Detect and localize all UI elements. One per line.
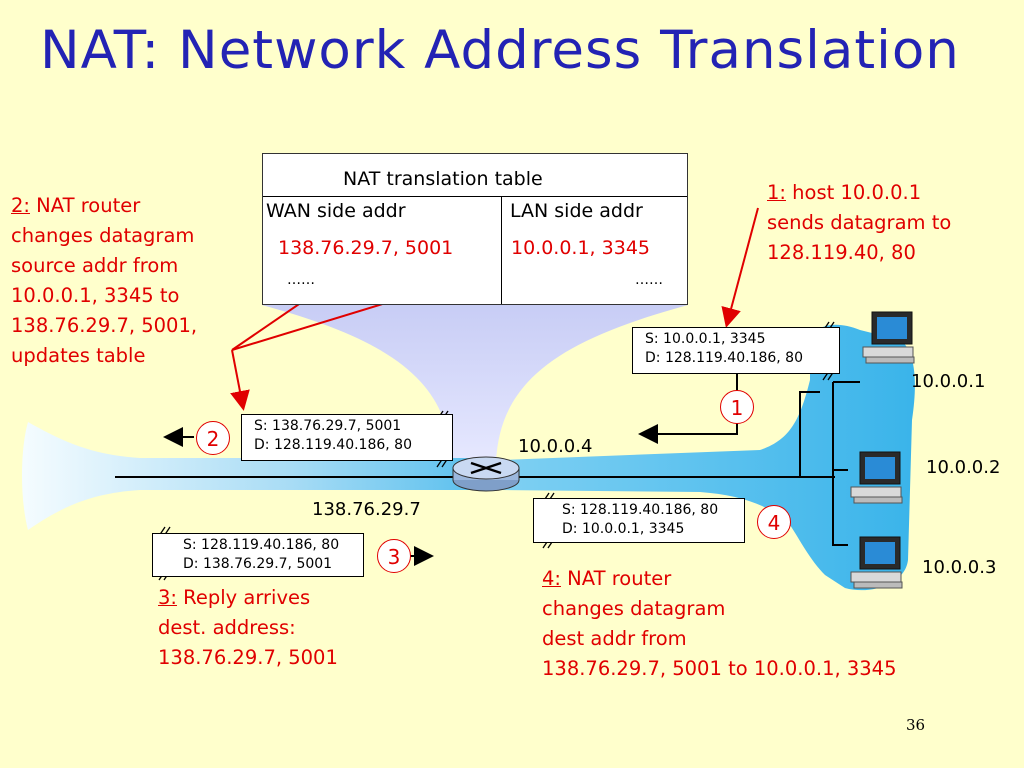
nat-translation-table: NAT translation table WAN side addr LAN … bbox=[262, 153, 688, 305]
packet-box-1: S: 10.0.0.1, 3345 D: 128.119.40.186, 80 bbox=[632, 327, 840, 374]
note-4-number: 4: bbox=[542, 567, 561, 590]
col-header-wan: WAN side addr bbox=[266, 200, 406, 222]
col-header-lan: LAN side addr bbox=[510, 200, 643, 222]
computer-icon-host2 bbox=[850, 451, 903, 504]
packet-3-dest: D: 138.76.29.7, 5001 bbox=[183, 556, 333, 572]
note-step-2: 2: NAT router changes datagram source ad… bbox=[11, 194, 198, 367]
note-2-number: 2: bbox=[11, 194, 30, 217]
note2-arrow-c bbox=[230, 349, 250, 411]
step-2-badge: 2 bbox=[196, 421, 230, 455]
lan-bus bbox=[799, 391, 820, 477]
row-lan-addr: 10.0.0.1, 3345 bbox=[511, 237, 650, 259]
computer-icon-host1 bbox=[862, 311, 915, 364]
page-number: 36 bbox=[906, 716, 926, 734]
note-3-number: 3: bbox=[158, 586, 177, 609]
packet-box-4: S: 128.119.40.186, 80 D: 10.0.0.1, 3345 bbox=[533, 498, 745, 543]
step-4-badge: 4 bbox=[757, 505, 791, 539]
packet-4-source: S: 128.119.40.186, 80 bbox=[562, 502, 719, 518]
table-column-divider bbox=[501, 196, 502, 304]
row-wan-addr: 138.76.29.7, 5001 bbox=[278, 237, 454, 259]
note-step-1: 1: host 10.0.0.1 sends datagram to 128.1… bbox=[767, 181, 952, 264]
ellipsis-lan: …… bbox=[635, 272, 663, 288]
table-header-divider bbox=[263, 196, 687, 197]
packet-box-3: S: 128.119.40.186, 80 D: 138.76.29.7, 50… bbox=[152, 533, 364, 577]
packet-4-dest: D: 10.0.0.1, 3345 bbox=[562, 521, 685, 537]
packet-box-2: S: 138.76.29.7, 5001 D: 128.119.40.186, … bbox=[241, 414, 453, 461]
computer-icon-host3 bbox=[850, 536, 903, 589]
note-1-number: 1: bbox=[767, 181, 786, 204]
table-funnel bbox=[262, 305, 688, 462]
note-step-4: 4: NAT router changes datagram dest addr… bbox=[542, 567, 897, 680]
step-3-badge: 3 bbox=[377, 539, 411, 573]
router-icon bbox=[452, 456, 520, 492]
packet-1-source: S: 10.0.0.1, 3345 bbox=[645, 331, 766, 347]
lan-bus-host3 bbox=[832, 382, 848, 546]
note1-arrow bbox=[721, 207, 759, 328]
step-1-badge: 1 bbox=[720, 390, 754, 424]
packet-2-dest: D: 128.119.40.186, 80 bbox=[254, 437, 412, 453]
host2-address: 10.0.0.2 bbox=[926, 457, 1001, 478]
packet-1-dest: D: 128.119.40.186, 80 bbox=[645, 350, 803, 366]
packet-3-source: S: 128.119.40.186, 80 bbox=[183, 537, 340, 553]
slide-title: NAT: Network Address Translation bbox=[40, 20, 960, 81]
host3-address: 10.0.0.3 bbox=[922, 557, 997, 578]
ellipsis-wan: …… bbox=[287, 272, 315, 288]
table-title: NAT translation table bbox=[343, 168, 543, 190]
host1-address: 10.0.0.1 bbox=[911, 371, 986, 392]
note-step-3: 3: Reply arrives dest. address: 138.76.2… bbox=[158, 586, 338, 669]
router-wan-address: 138.76.29.7 bbox=[312, 499, 421, 520]
router-lan-address: 10.0.0.4 bbox=[518, 436, 593, 457]
packet-2-source: S: 138.76.29.7, 5001 bbox=[254, 418, 402, 434]
